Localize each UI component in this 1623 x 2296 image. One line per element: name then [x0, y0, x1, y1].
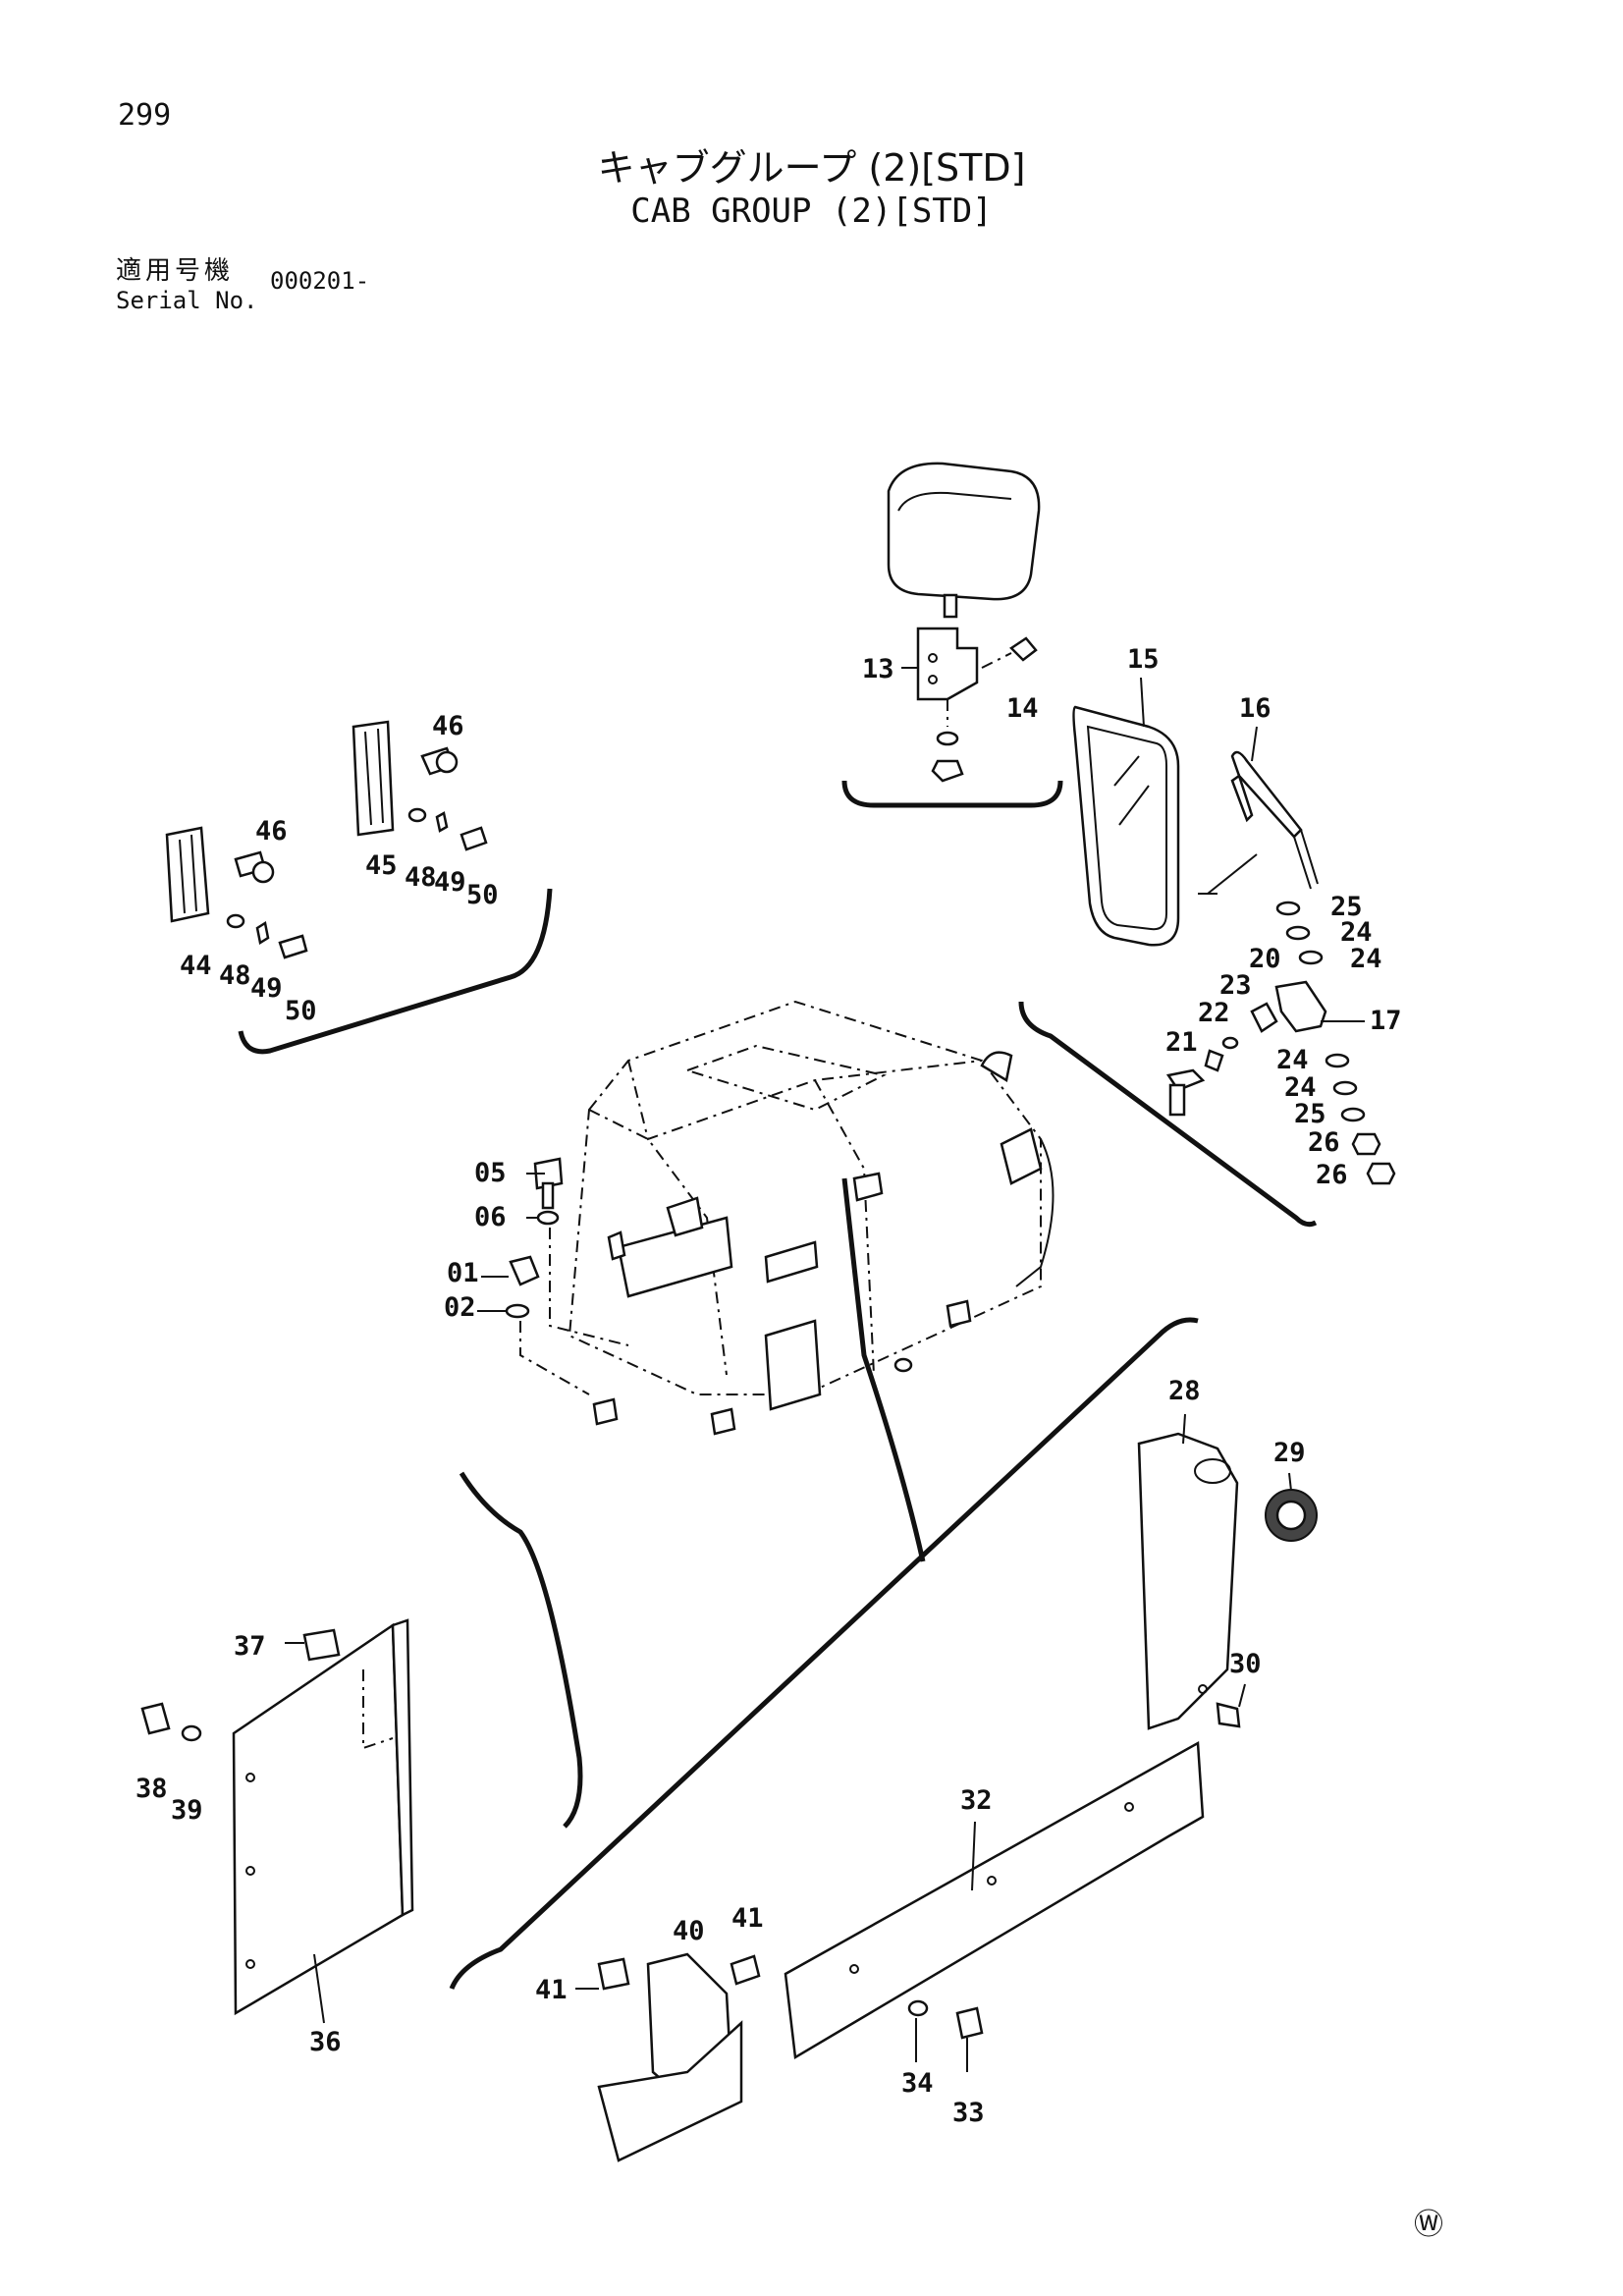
callout-30: 30: [1229, 1649, 1262, 1679]
side-panel-assembly: [1137, 1432, 1318, 1730]
callout-14: 14: [1006, 693, 1039, 724]
callout-38: 38: [135, 1774, 168, 1804]
callout-22: 22: [1198, 998, 1230, 1028]
title-japanese: キャブグループ (2)[STD]: [597, 146, 1026, 190]
callout-23: 23: [1219, 970, 1252, 1001]
callout-33: 33: [952, 2098, 985, 2128]
mirror-assembly: [841, 462, 1063, 808]
callout-49a: 49: [434, 867, 466, 898]
callout-05: 05: [474, 1158, 507, 1188]
callout-29: 29: [1273, 1438, 1306, 1468]
callout-48a: 48: [405, 862, 437, 893]
callout-26b: 26: [1316, 1160, 1348, 1190]
side-mirror-assembly: [1018, 705, 1396, 1228]
callout-48b: 48: [219, 960, 251, 991]
callout-20: 20: [1249, 944, 1281, 974]
callout-24d: 24: [1284, 1072, 1317, 1103]
door-hinge-assembly: [165, 720, 553, 1055]
lower-right-cover: [449, 1177, 1205, 2060]
callout-46b: 46: [255, 816, 288, 847]
callout-24b: 24: [1350, 944, 1382, 974]
callout-25b: 25: [1294, 1099, 1326, 1129]
leader-lines: [285, 667, 1365, 2072]
callout-28: 28: [1168, 1376, 1201, 1406]
callout-37: 37: [234, 1631, 266, 1662]
callout-26a: 26: [1308, 1127, 1340, 1158]
callout-41a: 41: [535, 1975, 568, 2005]
callout-16: 16: [1239, 693, 1271, 724]
callout-24a: 24: [1340, 917, 1373, 948]
callout-01: 01: [447, 1258, 479, 1288]
callout-32: 32: [960, 1785, 993, 1816]
callout-45: 45: [365, 850, 398, 881]
cab-mount-fasteners: [505, 1157, 629, 1395]
serial-label-japanese: 適用号機: [116, 256, 235, 286]
callout-34: 34: [901, 2068, 934, 2099]
callout-46a: 46: [432, 711, 464, 741]
callout-50b: 50: [285, 996, 317, 1026]
serial-label-english: Serial No.: [116, 287, 258, 314]
callout-50a: 50: [466, 880, 499, 910]
lower-left-cover: [140, 1471, 583, 2016]
callout-labels: 13 14 15 16 17 20 21 22 23 24 24 24 24 2…: [135, 644, 1402, 2128]
callout-25a: 25: [1330, 892, 1363, 922]
callout-36: 36: [309, 2027, 342, 2057]
callout-06: 06: [474, 1202, 507, 1232]
callout-15: 15: [1127, 644, 1160, 675]
title-english: CAB GROUP (2)[STD]: [630, 191, 993, 231]
callout-39: 39: [171, 1795, 203, 1826]
callout-24c: 24: [1276, 1045, 1309, 1075]
lower-bracket: [597, 1952, 761, 2162]
serial-number-value: 000201-: [270, 267, 370, 295]
callout-41b: 41: [731, 1903, 764, 1934]
page-number: 299: [118, 98, 172, 133]
callout-49b: 49: [250, 973, 283, 1004]
callout-44: 44: [180, 951, 212, 981]
callout-21: 21: [1165, 1027, 1198, 1058]
callout-13: 13: [862, 654, 894, 684]
cab-body: [568, 1000, 1055, 1436]
callout-40: 40: [673, 1916, 705, 1946]
corner-mark: Ⓦ: [1414, 2208, 1443, 2242]
callout-17: 17: [1370, 1006, 1402, 1036]
callout-02: 02: [444, 1292, 476, 1323]
